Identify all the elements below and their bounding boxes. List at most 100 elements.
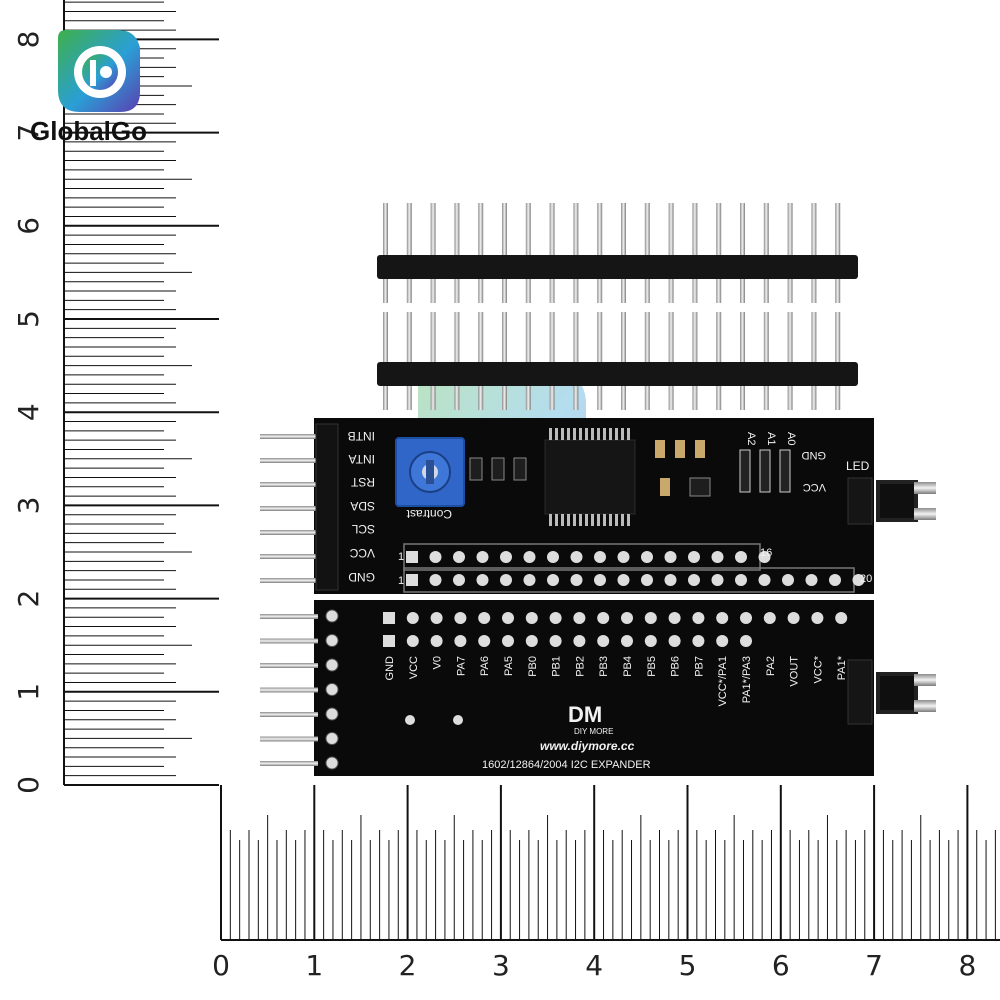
ruler-number: 6: [12, 217, 45, 235]
bottom-ruler-ticks: [220, 785, 996, 940]
row-number-16: 16: [760, 547, 772, 559]
pin-label: PB2: [574, 656, 586, 677]
header-pin: [835, 312, 841, 410]
label-vcc: VCC: [349, 546, 375, 560]
header-pin: [835, 203, 841, 303]
header-pin: [740, 203, 745, 303]
side-pad: [325, 683, 339, 696]
header-pin: [502, 312, 507, 410]
pin-header-upper: [377, 203, 858, 303]
ruler-number: 8: [12, 30, 45, 48]
diymore-url: www.diymore.cc: [540, 739, 635, 753]
ruler-number: 3: [12, 496, 45, 514]
header-pin: [668, 312, 674, 410]
side-pin: [260, 736, 318, 742]
contrast-potentiometer: [395, 437, 465, 507]
row-marker-16: 1: [398, 551, 404, 563]
header-pin: [406, 312, 412, 410]
ruler-number: 0: [12, 776, 45, 794]
header-pin: [549, 312, 555, 410]
ruler-number: 7: [12, 124, 45, 142]
label-a0: A0: [785, 432, 797, 445]
ruler-number: 2: [399, 949, 417, 982]
pin-label: VCC: [408, 656, 420, 679]
pin-label: PA6: [479, 656, 491, 676]
label-right-gnd: GND: [802, 449, 827, 461]
side-pin: [260, 554, 318, 559]
side-pad: [325, 609, 339, 623]
header-pin: [644, 312, 650, 410]
header-pin: [668, 203, 674, 303]
i2c-adapter-board: INTB INTA RST SDA SCL VCC GND Contrast A…: [260, 418, 936, 594]
diymore-sub: DIY MORE: [574, 727, 613, 736]
header-pin: [383, 312, 388, 410]
header-pin: [573, 312, 579, 410]
ruler-number: 6: [772, 949, 790, 982]
header-pin: [621, 312, 626, 410]
label-scl: SCL: [351, 522, 375, 536]
header-pin: [692, 203, 698, 303]
header-pin: [525, 312, 531, 410]
ruler-number: 8: [958, 949, 976, 982]
pin-label: PA5: [503, 656, 515, 676]
label-intb: INTB: [348, 429, 375, 443]
label-led: LED: [846, 459, 870, 473]
side-pad: [325, 634, 339, 647]
pin-label: PA2: [765, 656, 777, 676]
label-a1: A1: [765, 432, 777, 445]
pin-label: V0: [432, 656, 444, 669]
label-gnd: GND: [348, 570, 375, 584]
side-pin: [260, 530, 318, 535]
diymore-logo: DM: [568, 702, 602, 727]
header-pin: [644, 203, 650, 303]
label-right-vcc: VCC: [803, 481, 826, 493]
ruler-number: 1: [12, 683, 45, 701]
header-pin: [597, 203, 603, 303]
header-pin: [406, 203, 412, 303]
header-pin: [525, 203, 531, 303]
pin-label: PB6: [670, 656, 682, 677]
side-pin: [260, 482, 318, 487]
pin-header-lower: [377, 312, 858, 410]
pin-label: PB1: [551, 656, 563, 677]
label-contrast: Contrast: [406, 507, 452, 521]
header-pin: [549, 203, 555, 303]
side-pin: [260, 712, 318, 717]
pin-label: PB5: [646, 656, 658, 677]
side-pad: [325, 707, 339, 721]
header-pin: [811, 203, 817, 303]
side-pin: [260, 687, 318, 693]
led-jumper-top: [847, 477, 936, 525]
smd-components: [469, 440, 791, 497]
header-pin: [787, 203, 793, 303]
header-pin: [716, 203, 722, 303]
side-pin: [260, 663, 318, 668]
side-pin: [260, 578, 318, 583]
header-pin: [478, 312, 484, 410]
ruler-number: 5: [679, 949, 697, 982]
ruler-number: 0: [212, 949, 230, 982]
expander-pad-rows: [383, 612, 848, 647]
ruler-number: 3: [492, 949, 510, 982]
side-pin: [260, 458, 318, 463]
header-pin: [454, 203, 460, 303]
header-pin: [692, 312, 698, 410]
row-number-20: 20: [860, 573, 872, 585]
led-jumper-bottom: [847, 659, 936, 725]
label-inta: INTA: [349, 452, 375, 466]
pin-label: PA1*/PA3: [741, 656, 753, 703]
pin-label: GND: [384, 656, 396, 681]
header-pin: [597, 312, 603, 410]
header-pin: [787, 312, 793, 410]
board-model: 1602/12864/2004 I2C EXPANDER: [482, 759, 651, 771]
ruler-number: 1: [305, 949, 323, 982]
pin-label: VCC*: [812, 655, 824, 683]
ruler-number: 5: [12, 310, 45, 328]
pin-label: VCC*/PA1: [717, 656, 729, 707]
header-pin: [740, 312, 745, 410]
brand-name: GlobalGo: [30, 116, 147, 146]
